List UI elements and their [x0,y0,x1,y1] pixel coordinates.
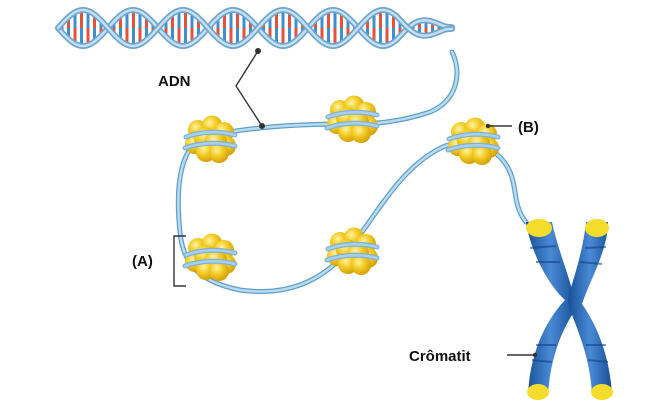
chromosome-icon [526,219,613,400]
chromatid-leader-line [507,352,538,358]
dna-label: ADN [158,73,191,90]
label-b: (B) [518,119,539,136]
dna-backbone-highlight [56,8,454,48]
nucleosome-icon [185,234,236,282]
nucleosome-icon [327,96,378,144]
nucleosome-icon [327,228,378,276]
nucleosome-icon [448,118,499,166]
chromatid-label: Crômatit [409,348,471,365]
nucleosome-icon [185,116,236,164]
dna-backbone-highlight [56,8,454,48]
dna-leader-line [235,48,266,129]
bracket-a [173,235,186,287]
b-leader-line [485,123,512,129]
dna-double-helix [55,7,455,49]
label-a: (A) [132,253,153,270]
